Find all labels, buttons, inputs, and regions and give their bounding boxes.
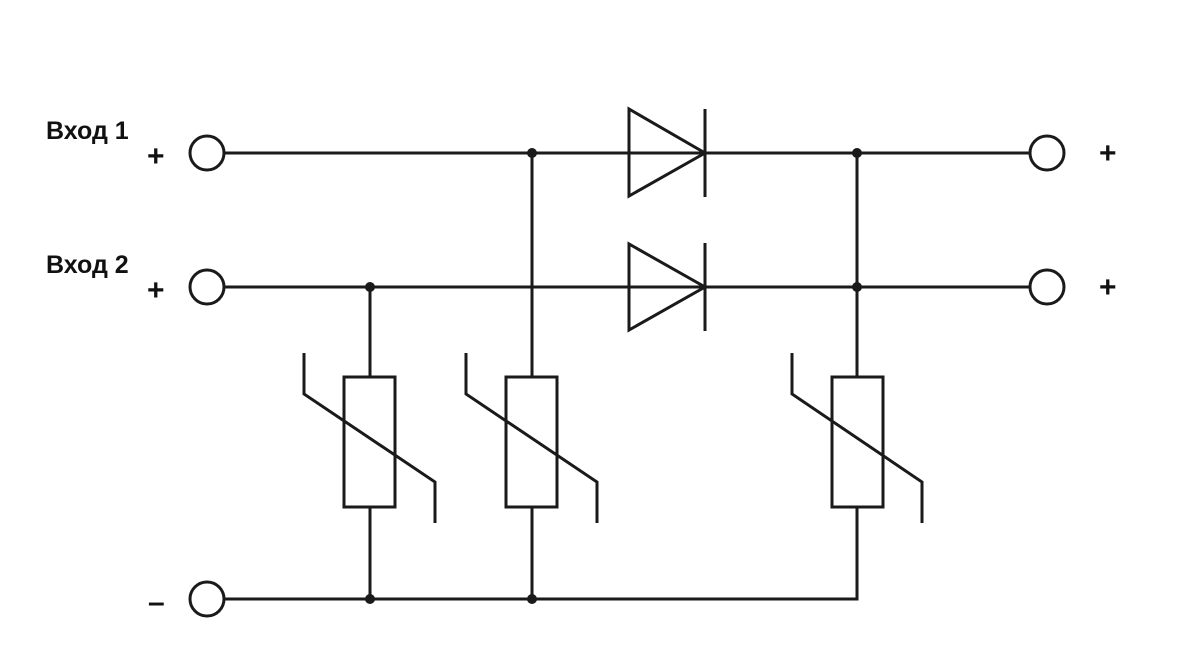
common-terminal xyxy=(188,580,226,618)
junction-dot xyxy=(527,594,537,604)
varistor-1-slash xyxy=(302,353,437,523)
junction-dot xyxy=(365,594,375,604)
varistor-2 xyxy=(464,353,599,523)
varistor-1-body xyxy=(342,375,397,509)
input-1-plus-sign: + xyxy=(147,140,165,173)
input-1-terminal xyxy=(188,134,226,172)
output-1-terminal xyxy=(1028,134,1066,172)
input-1-label: Вход 1 xyxy=(46,117,129,145)
junction-nodes xyxy=(365,148,862,604)
junction-dot xyxy=(852,282,862,292)
varistor-1 xyxy=(302,353,437,523)
input-2-terminal xyxy=(188,268,226,306)
input-2-label: Вход 2 xyxy=(46,251,129,279)
output-1-plus-sign: + xyxy=(1099,137,1117,170)
junction-dot xyxy=(852,148,862,158)
varistor-2-slash xyxy=(464,353,599,523)
output-2-plus-sign: + xyxy=(1099,271,1117,304)
diode-1 xyxy=(627,106,709,199)
diode-2 xyxy=(627,241,709,333)
varistor-3 xyxy=(790,353,924,523)
junction-dot xyxy=(365,282,375,292)
common-minus-sign: – xyxy=(148,586,165,619)
input-2-plus-sign: + xyxy=(147,274,165,307)
wires xyxy=(222,151,1032,601)
junction-dot xyxy=(527,148,537,158)
terminals xyxy=(188,134,1066,618)
varistor-3-body xyxy=(830,375,885,509)
varistor-2-body xyxy=(504,375,559,509)
output-2-terminal xyxy=(1028,268,1066,306)
varistor-3-slash xyxy=(790,353,924,523)
